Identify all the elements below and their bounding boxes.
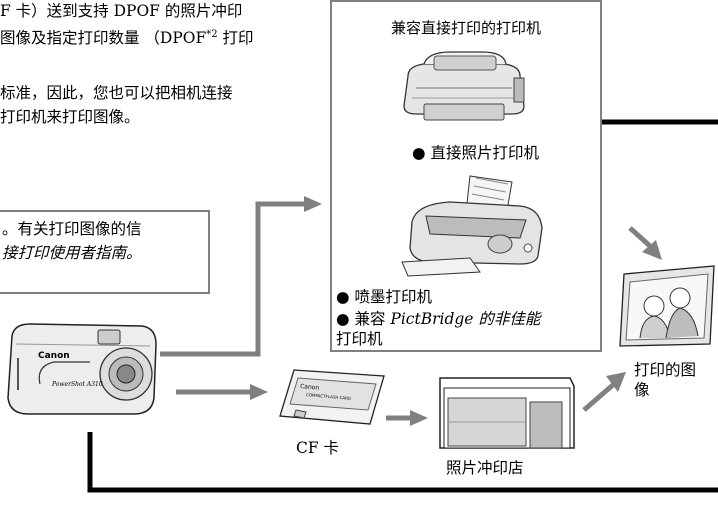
cf-card-brand: Canon: [300, 383, 320, 392]
bullet-icon: ●: [412, 144, 426, 162]
photo-printer-label: 直接照片打印机: [430, 144, 539, 162]
inkjet-printer-illustration: [401, 175, 543, 277]
camera-brand: Canon: [38, 351, 70, 361]
bullet-icon: ●: [336, 310, 350, 328]
note-line-2: 接打印使用者指南。: [2, 244, 142, 262]
arrowhead-icon: [410, 410, 428, 426]
printed-image-illustration: [619, 265, 715, 347]
black-connector-bottom: [87, 432, 718, 493]
photo-lab-label: 照片冲印店: [446, 459, 524, 477]
bullet-icon: ●: [336, 288, 350, 306]
printed-image-label-1: 打印的图: [634, 361, 697, 379]
cf-card-illustration: Canon COMPACTFLASH CARD: [279, 369, 385, 425]
intro-line-1: F 卡）送到支持 DPOF 的照片冲印: [0, 2, 243, 20]
printer-to-image-arrow: [628, 226, 652, 248]
footnote-mark: *2: [206, 29, 218, 40]
inkjet-label: 喷墨打印机: [354, 288, 432, 306]
intro-line-3: 标准，因此，您也可以把相机连接: [0, 84, 233, 102]
camera-illustration: Canon PowerShot A310: [7, 323, 157, 415]
arrowhead-icon: [250, 384, 268, 400]
printer-box-title: 兼容直接打印的打印机: [390, 19, 541, 37]
intro-line-2-text: 图像及指定打印数量 （DPOF: [0, 29, 207, 48]
photo-printer-item: ● 直接照片打印机: [412, 142, 539, 164]
intro-line-4: 打印机来打印图像。: [0, 108, 140, 126]
intro-line-2: 图像及指定打印数量 （DPOF*2 打印: [0, 24, 254, 49]
photo-lab-illustration: [439, 377, 575, 449]
pictbridge-italic: PictBridge 的非佳能: [390, 310, 541, 328]
arrowhead-icon: [606, 372, 626, 392]
photo-printer-illustration: [403, 51, 525, 121]
compatible-printers-box: 兼容直接打印的打印机 ● 直接照片打印机 ● 喷墨打印机 ● 兼容 PictBr…: [330, 0, 602, 352]
camera-model: PowerShot A310: [51, 381, 103, 388]
pictbridge-prefix: 兼容: [354, 310, 391, 328]
camera-to-printer-arrow: [160, 201, 306, 357]
note-box: 。有关打印图像的信 接打印使用者指南。: [0, 210, 210, 294]
intro-line-2-tail: 打印: [217, 29, 254, 48]
inkjet-item: ● 喷墨打印机: [336, 286, 432, 308]
pictbridge-line-2: 打印机: [336, 330, 383, 348]
cf-card-name: COMPACTFLASH CARD: [306, 392, 351, 401]
lab-to-image-arrow: [582, 382, 616, 412]
note-line-1: 。有关打印图像的信: [2, 220, 142, 238]
pictbridge-item: ● 兼容 PictBridge 的非佳能: [336, 308, 540, 330]
arrowhead-icon: [642, 240, 662, 260]
printed-image-label-2: 像: [634, 381, 650, 399]
arrowhead-icon: [304, 196, 322, 212]
cf-card-label: CF 卡: [296, 439, 340, 457]
